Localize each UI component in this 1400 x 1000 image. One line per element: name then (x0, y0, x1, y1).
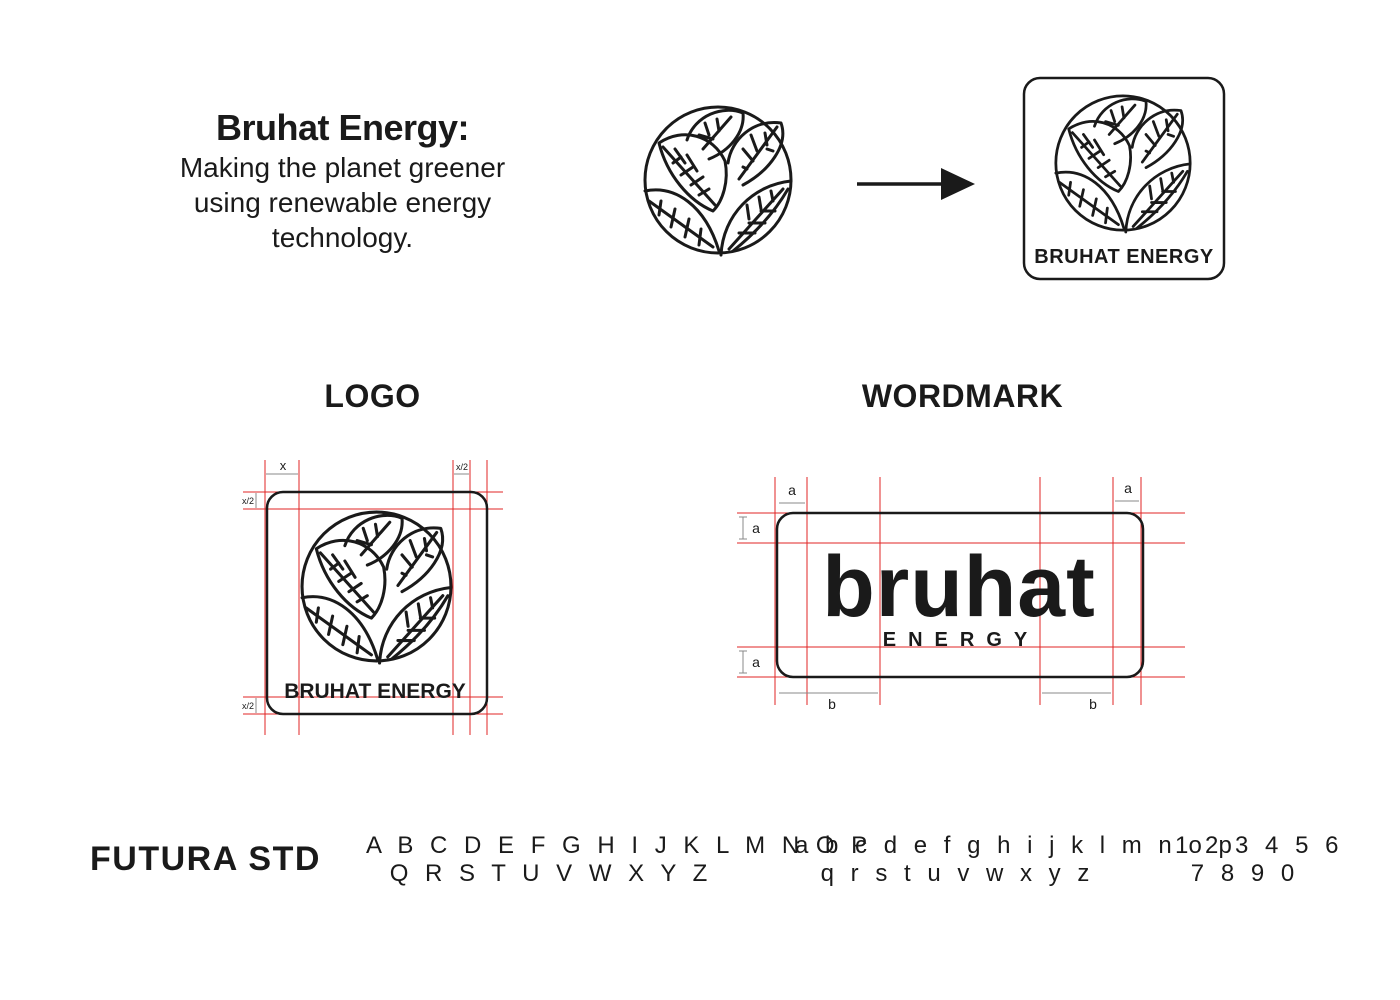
logo-construction-diagram: BRUHAT ENERGY x x/2 x/2 x/2 (242, 458, 503, 735)
dim-half-left-top-label: x/2 (242, 496, 254, 506)
leaf-emblem-icon (300, 510, 453, 665)
uppercase-line-1: A B C D E F G H I J K L M N O P (366, 832, 873, 859)
wordmark-section-title: WORDMARK (861, 378, 1064, 414)
dim-a-top-left: a (788, 482, 796, 498)
wordmark-construction-diagram: bruhat ENERGY a a a a b b (737, 477, 1185, 712)
brand-tagline-line-3: technology. (271, 222, 414, 253)
lowercase-line-2: q r s t u v w x y z (820, 860, 1095, 887)
brand-tagline-line-2: using renewable energy (193, 187, 492, 218)
digits-line-1: 1 2 3 4 5 6 (1175, 832, 1344, 859)
dim-a-left-top: a (752, 520, 760, 536)
digit-glyphs: 1 2 3 4 5 6 7 8 9 0 (1175, 832, 1344, 888)
dim-b-left: b (828, 696, 836, 712)
font-name: FUTURA STD (90, 840, 321, 878)
lowercase-line-1: a b c d e f g h i j k l m n o p (795, 832, 1237, 859)
leaf-emblem-icon (1054, 94, 1192, 234)
wordmark-word: bruhat (822, 539, 1096, 635)
dim-a-left-bottom: a (752, 654, 760, 670)
uppercase-glyphs: A B C D E F G H I J K L M N O P Q R S T … (366, 832, 873, 888)
uppercase-line-2: Q R S T U V W X Y Z (389, 860, 713, 887)
dim-b-right: b (1089, 696, 1097, 712)
leaf-emblem-icon (643, 105, 793, 257)
arrow-right-icon (857, 168, 975, 200)
brand-tagline-line-1: Making the planet greener (179, 152, 506, 183)
dim-half-top-label: x/2 (456, 462, 468, 472)
lowercase-glyphs: a b c d e f g h i j k l m n o p q r s t … (795, 832, 1237, 888)
intro-block: Bruhat Energy: Making the planet greener… (150, 106, 535, 255)
logo-spec-label: BRUHAT ENERGY (284, 680, 466, 703)
wordmark-sub: ENERGY (883, 629, 1039, 651)
app-badge: BRUHAT ENERGY (1022, 76, 1226, 281)
dim-half-left-bottom-label: x/2 (242, 701, 254, 711)
brand-title: Bruhat Energy: (215, 107, 470, 148)
digits-line-2: 7 8 9 0 (1190, 860, 1300, 887)
logo-section-title: LOGO (324, 378, 421, 414)
dim-x-label: x (280, 458, 287, 473)
badge-label: BRUHAT ENERGY (1034, 246, 1214, 268)
dim-a-top-right: a (1124, 480, 1132, 496)
